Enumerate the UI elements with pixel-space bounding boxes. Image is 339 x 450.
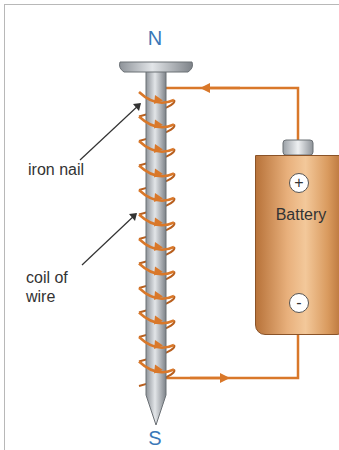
current-arrow	[190, 377, 225, 380]
coil-current-arrow	[154, 144, 163, 153]
coil-current-arrow	[154, 169, 163, 178]
battery-terminal-cap	[283, 140, 313, 155]
coil-current-arrow	[154, 193, 163, 202]
battery: Battery + -	[255, 155, 339, 335]
negative-terminal: -	[289, 293, 309, 313]
node-text: -	[296, 294, 301, 312]
wire-bottom	[166, 335, 298, 378]
coil-current-arrow	[154, 120, 163, 129]
wire-top	[166, 88, 298, 142]
coil-current-arrow	[154, 316, 163, 325]
coil-current-arrow	[154, 340, 163, 349]
current-arrow	[205, 87, 240, 90]
leader-head	[129, 213, 137, 221]
part-label: iron nail	[28, 160, 88, 179]
coil-current-arrow	[154, 267, 163, 276]
coil-current-arrow	[154, 218, 163, 227]
pole-label: N	[148, 27, 162, 49]
node-text: Battery	[256, 206, 339, 224]
coil-current-arrow	[154, 95, 163, 104]
node-text: +	[294, 174, 303, 192]
part-label: coil of wire	[26, 268, 88, 306]
leader-head	[133, 103, 141, 111]
pole-label: S	[148, 427, 161, 449]
leader-line	[82, 214, 136, 265]
positive-terminal: +	[289, 173, 309, 193]
coil-current-arrow	[154, 291, 163, 300]
coil-current-arrow	[154, 365, 163, 374]
nail-head	[120, 62, 193, 72]
coil-current-arrow	[154, 242, 163, 251]
leader-line	[80, 104, 140, 160]
